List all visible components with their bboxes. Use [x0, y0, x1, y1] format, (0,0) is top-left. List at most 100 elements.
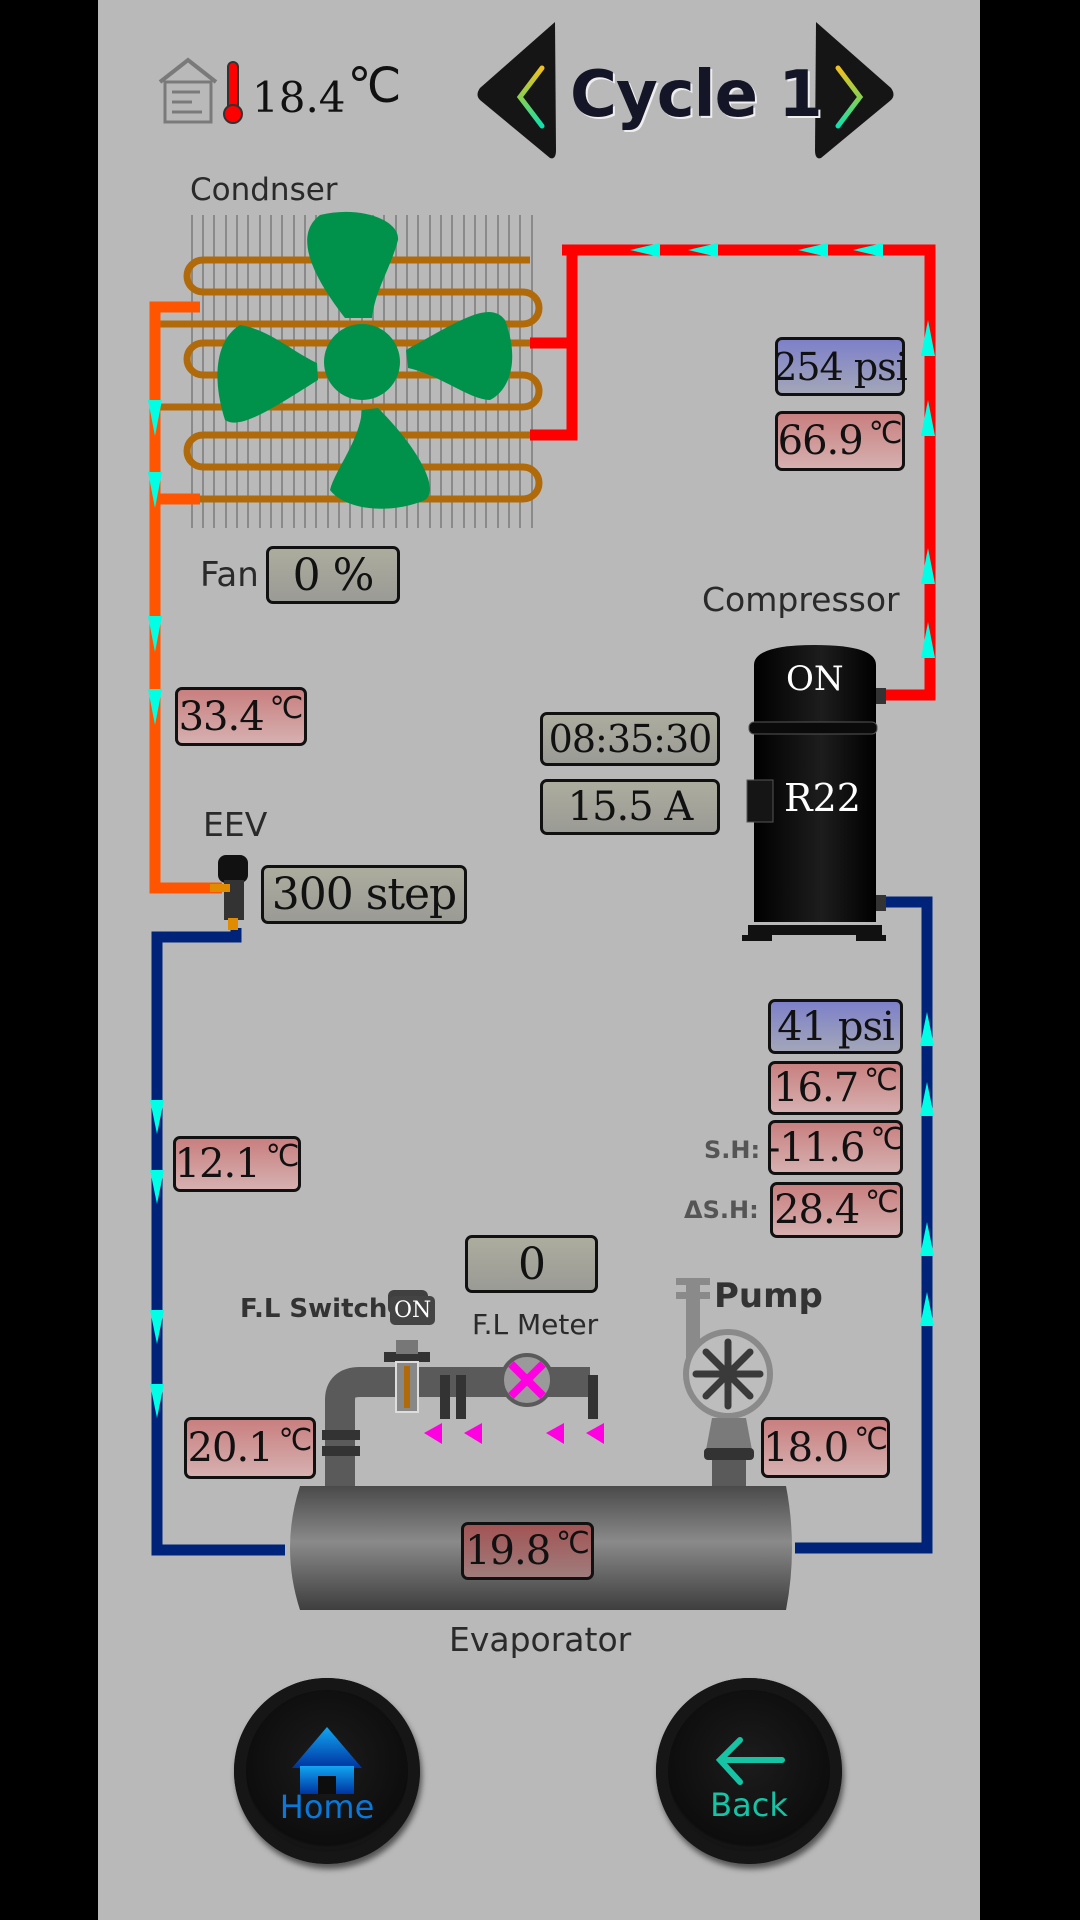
- superheat-unit: ℃: [870, 1122, 905, 1157]
- flow-arrows: [148, 243, 935, 1418]
- back-button-label: Back: [710, 1786, 788, 1824]
- pump-icon: [676, 1278, 773, 1490]
- flow-arrow: [148, 400, 162, 436]
- fan-speed-value: 0 %: [292, 549, 375, 601]
- fluid-outlet-temp-unit: ℃: [854, 1422, 888, 1457]
- delta-superheat-value: 28.4: [774, 1187, 860, 1233]
- flow-switch-status: ON: [390, 1296, 436, 1325]
- flow-arrow: [148, 689, 162, 725]
- evaporator-temp-value: 19.8: [465, 1528, 551, 1574]
- flow-arrow: [920, 1222, 934, 1256]
- evaporator-inlet-temp-value: 12.1: [174, 1141, 261, 1187]
- compressor-runtime: 08:35:30: [540, 712, 720, 766]
- flow-arrow: [921, 400, 935, 436]
- flow-arrow: [150, 1310, 164, 1344]
- home-button-label: Home: [279, 1788, 375, 1826]
- fluid-arrow: [586, 1423, 604, 1444]
- prev-cycle-button[interactable]: [478, 58, 558, 148]
- delta-superheat-unit: ℃: [865, 1184, 899, 1220]
- discharge-temp: 66.9℃: [775, 411, 905, 471]
- eev-valve-icon: [210, 855, 248, 930]
- flow-arrow: [921, 548, 935, 584]
- next-cycle-button[interactable]: [815, 58, 895, 148]
- flow-arrow: [150, 1100, 164, 1134]
- suction-pressure-value: 41 psi: [777, 1003, 895, 1050]
- superheat-label: S.H:: [704, 1136, 761, 1164]
- next-cycle-arrow[interactable]: [815, 22, 894, 159]
- flow-meter-value: 0: [518, 1238, 546, 1290]
- condenser-label: Condnser: [190, 172, 338, 208]
- flow-arrow: [798, 243, 828, 257]
- discharge-temp-value: 66.9: [777, 418, 864, 464]
- flow-arrow: [920, 1082, 934, 1116]
- superheat-value: -11.6: [766, 1124, 866, 1171]
- flow-arrow: [148, 616, 162, 652]
- house-thermometer-icon: [158, 57, 243, 124]
- evaporator-inlet-temp-unit: ℃: [265, 1138, 300, 1174]
- compressor-runtime-value: 08:35:30: [548, 717, 713, 761]
- pump-label: Pump: [714, 1276, 823, 1316]
- x-mark-icon: [508, 1361, 546, 1399]
- flow-arrow: [853, 243, 883, 257]
- suction-temp-unit: ℃: [864, 1062, 898, 1098]
- fan-label: Fan: [200, 555, 259, 595]
- delta-superheat: 28.4℃: [770, 1182, 903, 1238]
- suction-temp-value: 16.7: [773, 1065, 859, 1111]
- suction-temp: 16.7℃: [768, 1061, 903, 1115]
- fluid-flow-arrows: [424, 1423, 604, 1444]
- eev-position-value: 300 step: [271, 869, 457, 920]
- evaporator-temp-unit: ℃: [556, 1525, 590, 1561]
- delta-superheat-label: ΔS.H:: [684, 1196, 759, 1224]
- fluid-outlet-temp: 18.0℃: [761, 1417, 890, 1478]
- flow-arrow: [688, 243, 718, 257]
- indoor-temp-unit: ℃: [347, 58, 402, 114]
- superheat: -11.6℃: [766, 1120, 905, 1175]
- fluid-arrow: [464, 1423, 482, 1444]
- fluid-outlet-temp-value: 18.0: [763, 1424, 849, 1471]
- liquid-line-temp: 33.4℃: [175, 687, 307, 746]
- compressor-current: 15.5 A: [540, 779, 720, 835]
- flow-arrow: [921, 320, 935, 356]
- evaporator-temp: 19.8℃: [461, 1522, 594, 1580]
- liquid-line-temp-value: 33.4: [178, 693, 265, 740]
- discharge-pressure-value: 254 psi: [773, 344, 908, 389]
- back-button[interactable]: Back: [656, 1678, 842, 1864]
- fluid-inlet-temp-value: 20.1: [187, 1425, 274, 1471]
- prev-cycle-arrow[interactable]: [477, 22, 557, 159]
- eev-label: EEV: [203, 805, 268, 844]
- flow-arrow: [630, 243, 660, 257]
- flow-arrow: [150, 1170, 164, 1204]
- discharge-temp-unit: ℃: [868, 415, 903, 451]
- fluid-inlet-temp-unit: ℃: [278, 1422, 313, 1458]
- flow-switch-label: F.L Switch: [240, 1294, 388, 1324]
- cycle-title: Cycle 1: [570, 58, 823, 132]
- indoor-temp: 18.4℃: [252, 58, 401, 124]
- fluid-arrow: [546, 1423, 564, 1444]
- indoor-temp-value: 18.4: [252, 73, 346, 122]
- flow-arrow: [920, 1012, 934, 1046]
- compressor-label: Compressor: [702, 580, 900, 619]
- compressor-status: ON: [786, 659, 844, 699]
- flow-meter-value-box: 0: [465, 1235, 598, 1293]
- evaporator-label: Evaporator: [449, 1620, 632, 1659]
- fluid-inlet-temp: 20.1℃: [184, 1417, 316, 1479]
- fan-icon: [217, 211, 513, 509]
- fluid-arrow: [424, 1423, 442, 1444]
- compressor-current-value: 15.5 A: [567, 784, 694, 830]
- flow-meter-label: F.L Meter: [472, 1308, 599, 1341]
- discharge-pressure: 254 psi: [773, 337, 908, 396]
- fan-speed-display: 0 %: [266, 546, 400, 604]
- home-button[interactable]: Home: [234, 1678, 420, 1864]
- discharge-line: [530, 244, 936, 701]
- liquid-line: [149, 301, 222, 894]
- liquid-line-temp-unit: ℃: [269, 691, 304, 726]
- evaporator-inlet-temp: 12.1℃: [173, 1136, 301, 1192]
- flow-arrow: [920, 1292, 934, 1326]
- suction-pressure: 41 psi: [768, 999, 903, 1054]
- flow-arrow: [148, 472, 162, 508]
- flow-arrow: [150, 1384, 164, 1418]
- eev-position: 300 step: [261, 865, 467, 924]
- refrigerant-type: R22: [784, 776, 861, 820]
- compressor-icon: [742, 645, 886, 941]
- flow-arrow: [921, 622, 935, 658]
